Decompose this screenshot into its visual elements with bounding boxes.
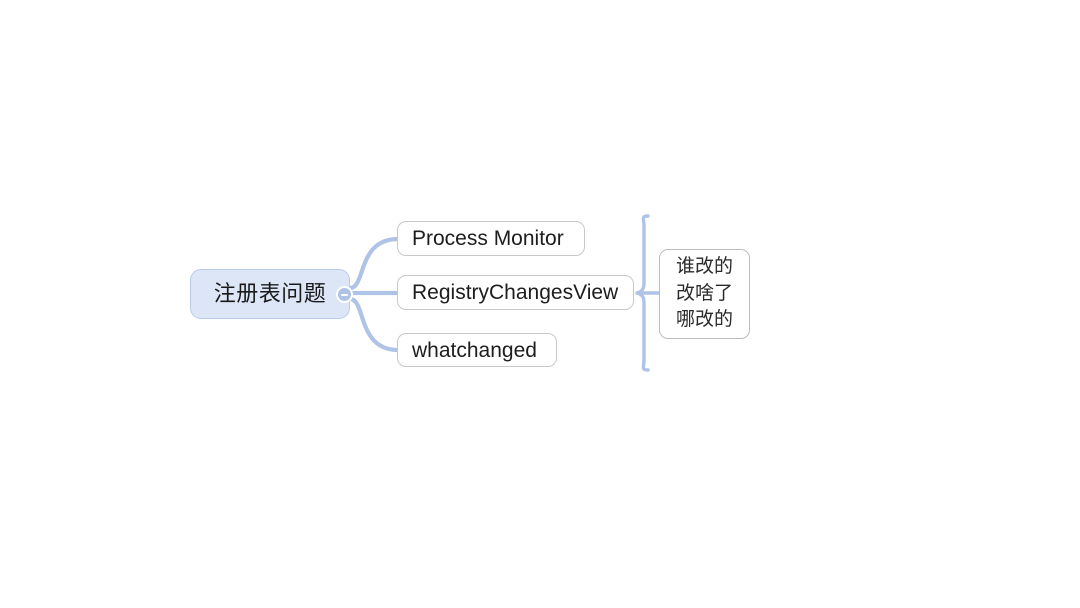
child-node-label: whatchanged bbox=[412, 338, 537, 362]
child-node-label: RegistryChangesView bbox=[412, 281, 619, 304]
edge-to-process-monitor bbox=[347, 236, 401, 291]
annotation-line: 谁改的 bbox=[675, 255, 733, 277]
root-node-label: 注册表问题 bbox=[213, 281, 327, 306]
minus-glyph bbox=[341, 293, 348, 296]
toggle-disc bbox=[338, 288, 351, 301]
child-node-process-monitor[interactable]: Process Monitor bbox=[397, 221, 585, 256]
root-node[interactable]: 注册表问题 bbox=[190, 269, 350, 319]
child-node-registrychangesview[interactable]: RegistryChangesView bbox=[397, 275, 634, 310]
curly-brace-icon bbox=[635, 214, 650, 372]
annotation-note[interactable]: 谁改的 改啥了 哪改的 bbox=[659, 249, 750, 339]
child-node-whatchanged[interactable]: whatchanged bbox=[397, 333, 557, 367]
minus-circle-icon[interactable] bbox=[336, 286, 353, 303]
annotation-line: 改啥了 bbox=[675, 282, 733, 304]
annotation-line: 哪改的 bbox=[675, 309, 733, 331]
child-node-label: Process Monitor bbox=[412, 227, 564, 250]
edge-to-whatchanged bbox=[347, 296, 401, 353]
